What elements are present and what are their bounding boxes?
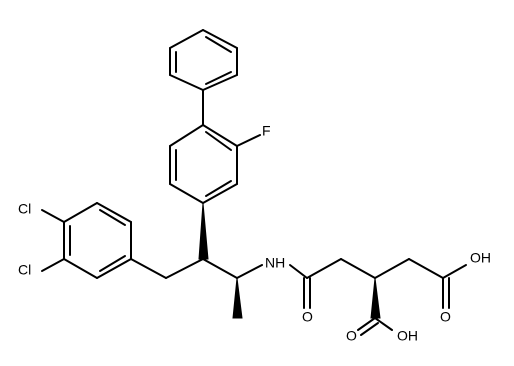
fluorophenyl-ring bbox=[169, 124, 261, 204]
acid-oxygen-right-label: O bbox=[440, 309, 451, 325]
right-carboxyl bbox=[442, 264, 467, 309]
backbone-cc bbox=[202, 258, 238, 279]
amide-carbonyl bbox=[303, 277, 311, 309]
acid-hydroxyl-right-label: OH bbox=[470, 250, 491, 266]
chlorine-label-bottom: Cl bbox=[18, 262, 31, 278]
benzyl-linker bbox=[130, 258, 204, 279]
acid-oxygen-lower-label: O bbox=[346, 328, 357, 344]
c-n-bond bbox=[236, 264, 263, 279]
fluorine-label: F bbox=[262, 123, 271, 139]
stereo-wedge-methyl bbox=[232, 277, 243, 319]
dichlorophenyl-ring bbox=[41, 202, 132, 279]
stereo-wedge-aryl bbox=[198, 202, 209, 260]
succinate-chain bbox=[306, 258, 444, 279]
phenyl-ring-terminal bbox=[169, 29, 238, 91]
amide-oxygen-label: O bbox=[302, 309, 313, 325]
chlorine-label-top: Cl bbox=[18, 201, 31, 217]
stereo-wedge-acid bbox=[370, 277, 381, 319]
n-carbonyl-bond bbox=[289, 264, 308, 279]
acid-hydroxyl-lower-label: OH bbox=[397, 328, 418, 344]
amide-nh-label: NH bbox=[265, 255, 285, 271]
lower-carboxyl bbox=[357, 317, 393, 336]
